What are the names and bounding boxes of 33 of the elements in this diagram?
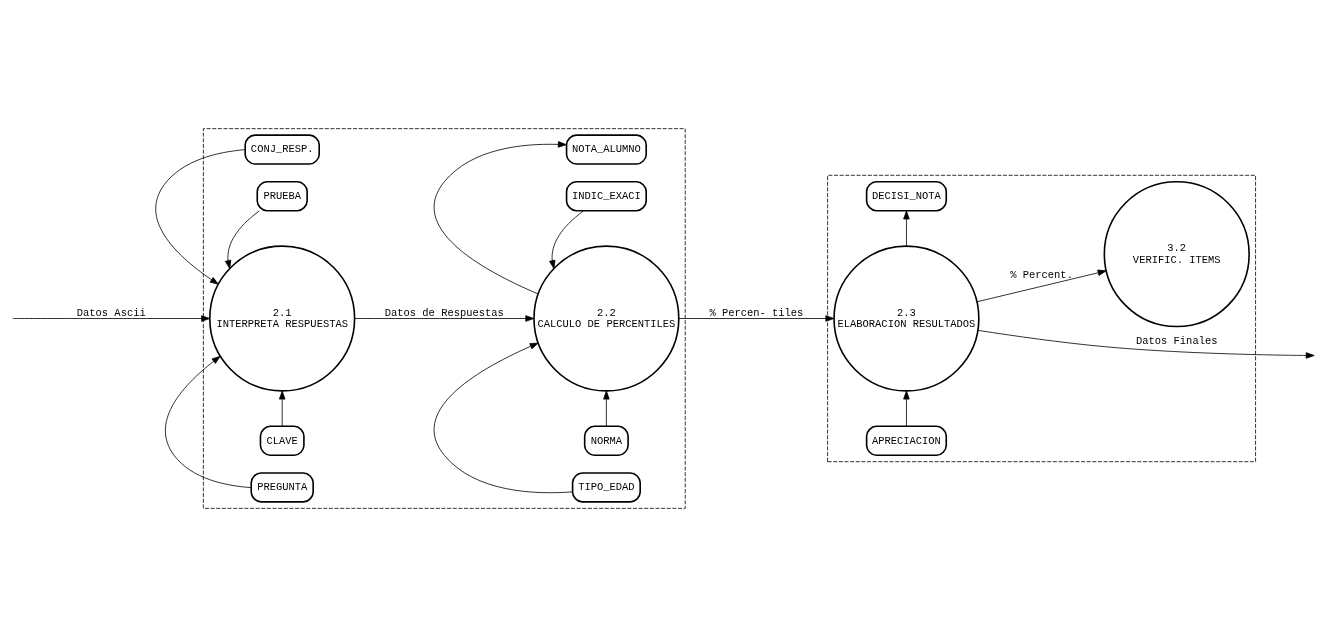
node-circle: 2.2 CALCULO DE PERCENTILES (533, 245, 680, 392)
arrow (977, 329, 1315, 359)
node-box: PRUEBA (256, 180, 308, 212)
node-box: NOTA_ALUMNO (565, 134, 647, 165)
edge-label: Datos de Respuestas (384, 306, 504, 319)
node-box: CONJ_RESP. (244, 134, 320, 165)
arrow (164, 355, 252, 488)
edge-label: % Percent. (1010, 268, 1073, 281)
edge-label: % Percen- tiles (709, 306, 804, 319)
arrow (354, 315, 535, 322)
arrow (976, 269, 1107, 303)
node-box: PREGUNTA (250, 472, 314, 503)
arrow (433, 141, 567, 295)
arrow (903, 210, 910, 247)
node-box: INDIC_EXACI (565, 180, 647, 212)
node-box: CLAVE (259, 425, 305, 457)
node-box: TIPO_EDAD (571, 472, 641, 503)
arrow (155, 149, 246, 285)
node-box: NORMA (583, 425, 629, 457)
arrow (279, 390, 286, 427)
arrow (224, 210, 260, 269)
node-circle: 2.3 ELABORACION RESULTADOS (833, 245, 980, 392)
arrow (549, 210, 584, 269)
arrow (12, 315, 211, 322)
edge-label: Datos Ascii (76, 306, 146, 319)
arrow (433, 342, 573, 494)
arrow (678, 315, 835, 322)
node-box: APRECIACION (865, 425, 948, 457)
node-box: DECISI_NOTA (865, 180, 948, 212)
node-circle: 3.2 VERIFIC. ITEMS (1103, 180, 1250, 328)
arrow (903, 390, 910, 427)
arrow (603, 390, 610, 427)
edge-label: Datos Finales (1136, 334, 1218, 347)
